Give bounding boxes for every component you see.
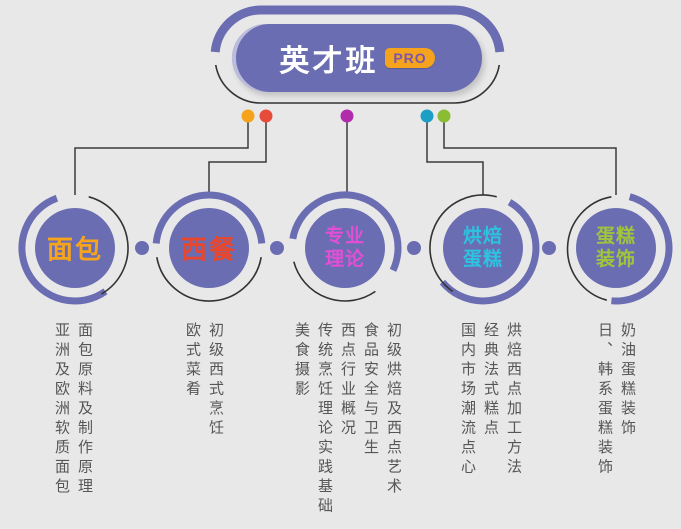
ring-dark-arc-theory: [293, 261, 376, 302]
course-item: 亚洲及欧洲软质面包: [53, 322, 70, 498]
root-title: 英才班: [279, 45, 379, 78]
branch-dot-decor: [437, 109, 451, 123]
course-item: 奶油蛋糕装饰: [619, 322, 636, 439]
branch-label-decor: 蛋糕 装饰: [596, 225, 636, 271]
course-list-decor: 奶油蛋糕装饰 日、韩系蛋糕装饰: [593, 322, 639, 478]
connector-line-baking: [426, 122, 484, 195]
course-list-baking: 烘焙西点加工方法 经典法式糕点 国内市场潮流点心: [456, 322, 525, 478]
branch-circle-bread: [35, 208, 115, 288]
root-outline-purple-arc: [210, 5, 505, 53]
branch-label-baking: 烘焙 蛋糕: [463, 225, 503, 271]
course-item: 传统烹饪理论实践基础: [316, 322, 333, 517]
connector-lines: [74, 122, 617, 195]
course-item: 初级烘焙及西点艺术: [385, 322, 402, 498]
course-list-theory: 初级烘焙及西点艺术 食品安全与卫生 西点行业概况 传统烹饪理论实践基础 美食摄影: [290, 322, 405, 517]
branch-circle-western: [169, 208, 249, 288]
root-outline-dark-arc: [214, 64, 501, 104]
branch-label-text: 蛋糕: [595, 226, 637, 247]
connector-line-western: [208, 122, 267, 195]
branch-dot-theory: [340, 109, 354, 123]
ring-dark-arc-bread: [88, 196, 129, 295]
course-item: 国内市场潮流点心: [459, 322, 476, 478]
course-item: 食品安全与卫生: [362, 322, 379, 459]
course-item: 西点行业概况: [339, 322, 356, 439]
course-list-western: 初级西式烹饪 欧式菜肴: [181, 322, 227, 439]
ring-dark-arc-western: [156, 257, 262, 302]
link-dot-4: [542, 241, 556, 255]
branch-label-text: 蛋糕: [462, 249, 504, 270]
ring-purple-arc-theory: [289, 191, 402, 272]
branch-circle-theory: [305, 208, 385, 288]
ring-purple-arc-bread: [18, 194, 108, 305]
link-dot-3: [407, 241, 421, 255]
branch-circle-decor: [576, 208, 656, 288]
course-item: 美食摄影: [293, 322, 310, 400]
link-dot-1: [135, 241, 149, 255]
branch-label-text: 装饰: [595, 249, 637, 270]
branch-label-text: 面包: [46, 234, 104, 265]
ring-purple-arc-baking: [439, 199, 540, 305]
branch-label-western: 西餐: [181, 230, 237, 267]
ring-purple-arc-western: [152, 191, 266, 244]
course-item: 日、韩系蛋糕装饰: [596, 322, 613, 478]
branch-circle-baking: [443, 208, 523, 288]
pro-badge: PRO: [385, 48, 435, 68]
branch-label-theory: 专业 理论: [325, 225, 365, 271]
branch-label-bread: 面包: [47, 230, 103, 267]
course-item: 欧式菜肴: [184, 322, 201, 400]
branch-dot-western: [259, 109, 273, 123]
ring-dark-arc-baking: [429, 194, 497, 293]
link-dot-2: [270, 241, 284, 255]
ring-purple-arc-decor: [611, 193, 673, 305]
branch-label-text: 烘焙: [462, 226, 504, 247]
branch-label-text: 西餐: [180, 234, 238, 265]
connector-line-decor: [443, 122, 617, 195]
ring-dark-arc-decor: [566, 196, 612, 301]
course-item: 经典法式糕点: [482, 322, 499, 439]
course-item: 初级西式烹饪: [207, 322, 224, 439]
course-item: 烘焙西点加工方法: [505, 322, 522, 478]
course-list-bread: 面包原料及制作原理 亚洲及欧洲软质面包: [50, 322, 96, 498]
branch-dot-bread: [241, 109, 255, 123]
connector-line-bread: [74, 122, 249, 195]
branch-label-text: 理论: [324, 249, 366, 270]
course-item: 面包原料及制作原理: [76, 322, 93, 498]
branch-label-text: 专业: [324, 226, 366, 247]
root-node: 英才班 PRO: [232, 24, 482, 92]
branch-dot-baking: [420, 109, 434, 123]
